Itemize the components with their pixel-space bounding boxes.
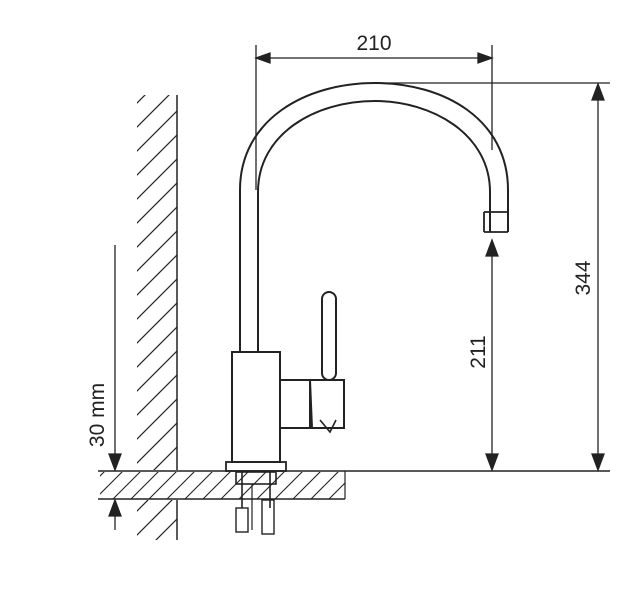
mount-nut — [235, 471, 277, 485]
handle-lever — [321, 291, 337, 381]
faucet-body — [231, 351, 281, 463]
supply-pipe-left — [235, 507, 249, 533]
dimension-spout-height: 211 — [467, 238, 499, 472]
handle-base — [308, 379, 345, 429]
reach-label: 210 — [356, 32, 391, 55]
spout-height-label: 211 — [467, 335, 490, 368]
arrow-bottom — [485, 453, 499, 472]
arrow-right — [477, 52, 494, 64]
spout-inner — [257, 99, 491, 352]
arrow-up — [108, 498, 122, 517]
base-flange — [225, 461, 287, 472]
handle-joint — [280, 379, 311, 429]
arrow-top — [485, 238, 499, 257]
arrow-left — [254, 52, 271, 64]
wall — [137, 95, 178, 540]
total-height-label: 344 — [572, 260, 595, 295]
dimension-total-height: 344 — [375, 82, 610, 472]
spout-outer — [239, 81, 509, 352]
dimension-reach: 210 — [254, 32, 494, 190]
arrow-top — [591, 82, 605, 101]
dimension-wall-clearance: 30 mm — [86, 245, 122, 530]
arrow-down — [108, 453, 122, 472]
arrow-bottom — [591, 453, 605, 472]
supply-pipe-right — [261, 499, 275, 535]
wall-clearance-label: 30 mm — [86, 383, 109, 447]
faucet — [225, 81, 509, 535]
spout-tip — [483, 211, 508, 233]
countertop — [98, 470, 610, 500]
